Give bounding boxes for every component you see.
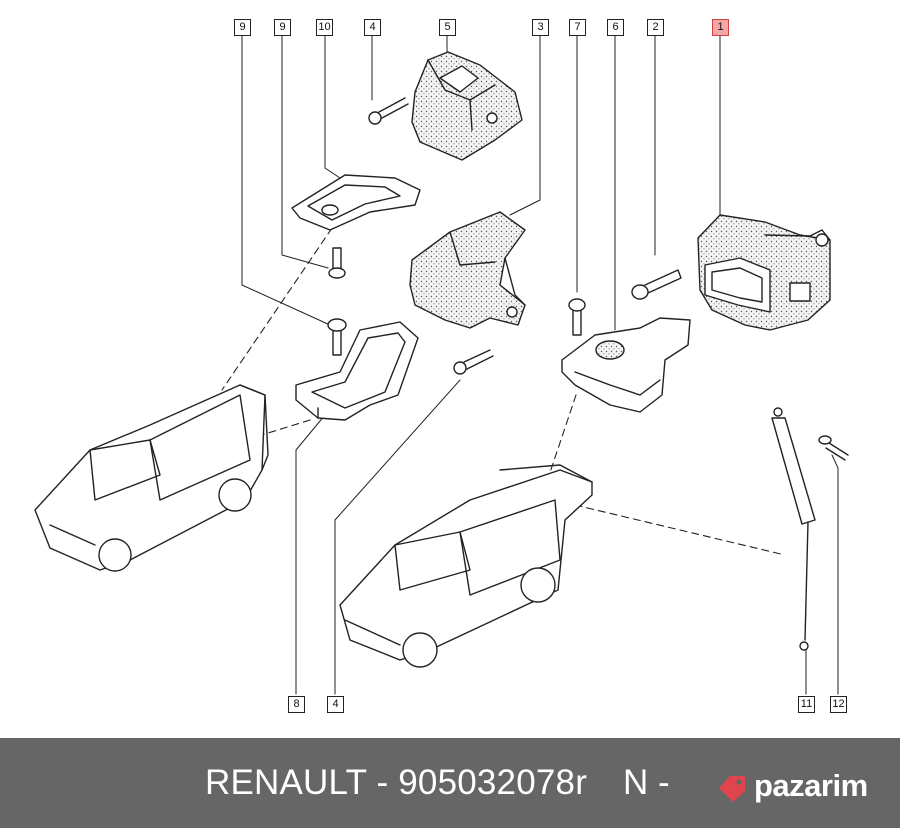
part-number-text: RENAULT - 905032078r <box>205 763 588 802</box>
callout-11[interactable]: 11 <box>798 696 815 713</box>
part-1-lock <box>697 214 831 331</box>
bolt-2 <box>631 269 682 300</box>
callout-3[interactable]: 3 <box>532 19 549 36</box>
callout-9b[interactable]: 9 <box>274 19 291 36</box>
part-suffix-text: N - <box>623 763 670 802</box>
part-10-bracket <box>291 174 421 231</box>
bolt-4-lower <box>453 349 494 375</box>
callout-12[interactable]: 12 <box>830 696 847 713</box>
part-11-gas-strut <box>771 407 816 651</box>
leader-lines <box>241 35 839 695</box>
van-right <box>339 464 593 668</box>
callout-4-bottom[interactable]: 4 <box>327 696 344 713</box>
part-6-latch <box>561 298 691 413</box>
callout-10[interactable]: 10 <box>316 19 333 36</box>
van-left <box>34 384 269 572</box>
part-5-hinge-housing <box>411 51 523 161</box>
callout-7[interactable]: 7 <box>569 19 586 36</box>
callout-4-top[interactable]: 4 <box>364 19 381 36</box>
price-tag-icon <box>719 776 745 802</box>
part-12-bolt <box>818 435 849 461</box>
callout-2[interactable]: 2 <box>647 19 664 36</box>
callout-5[interactable]: 5 <box>439 19 456 36</box>
part-3-cover <box>409 211 526 329</box>
brand-name: pazarim <box>754 768 868 803</box>
footer-bar: RENAULT - 905032078r N - <box>0 738 900 828</box>
exploded-view-drawing <box>34 35 849 695</box>
parts-diagram: 9 9 10 4 5 3 7 6 2 1 8 4 11 12 <box>34 19 849 713</box>
callout-6[interactable]: 6 <box>607 19 624 36</box>
bolt-4-top <box>368 97 409 125</box>
bolt-9-mid <box>328 247 346 279</box>
callout-9a[interactable]: 9 <box>234 19 251 36</box>
callout-1-highlighted[interactable]: 1 <box>712 19 729 36</box>
callout-8[interactable]: 8 <box>288 696 305 713</box>
part-8-bracket <box>295 318 419 421</box>
